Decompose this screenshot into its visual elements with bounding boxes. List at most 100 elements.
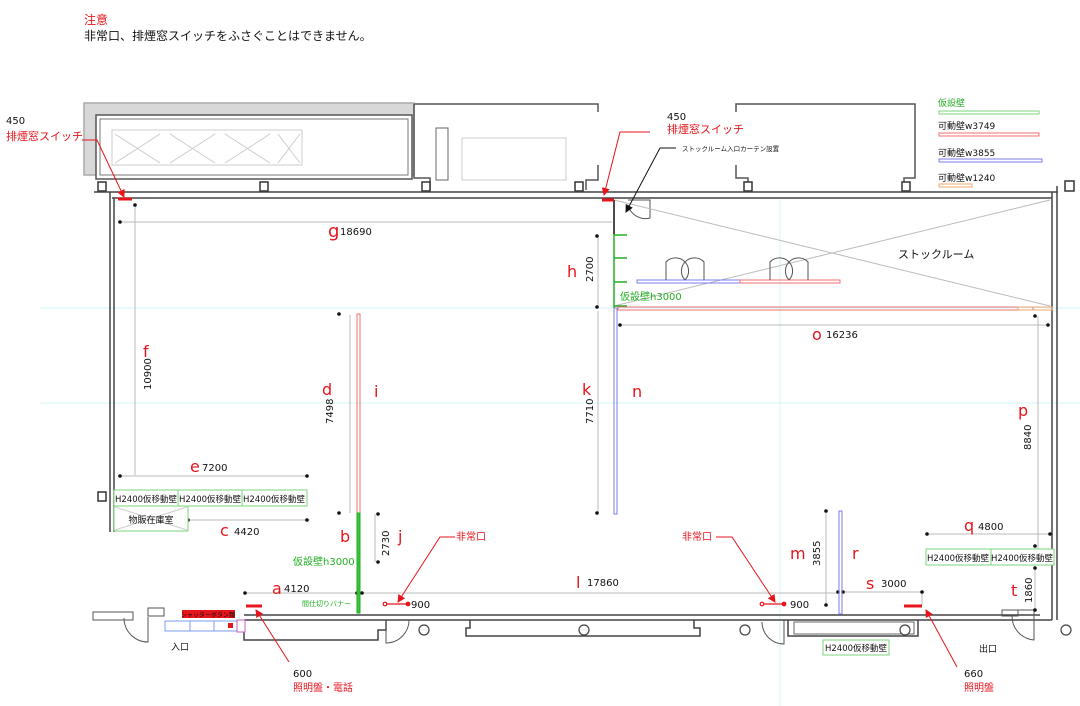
dim-k-value: 7710	[585, 399, 596, 424]
exterior-structures	[83, 102, 916, 190]
dim-l-value: 17860	[587, 578, 619, 589]
smoke-switch-right-label: 排煙窓スイッチ	[667, 122, 744, 136]
legend-swatch-w3855	[938, 158, 1043, 163]
dim-o-letter: o	[812, 325, 822, 344]
posts	[418, 624, 1072, 636]
dim-r-letter: r	[852, 544, 859, 563]
lighting-label: 照明盤	[964, 681, 994, 694]
dim-h-letter: h	[567, 262, 577, 281]
dim-c-value: 4420	[234, 527, 259, 538]
dim-i-letter: i	[374, 382, 378, 401]
dim-s-letter: s	[866, 574, 874, 593]
dim-m-value: 3855	[812, 541, 823, 566]
dim-p-value: 8840	[1023, 425, 1034, 450]
exit-label: 出口	[979, 643, 997, 655]
lighting-value: 660	[964, 669, 983, 680]
lighting-phone-label: 照明盤・電話	[293, 681, 353, 694]
movable-wall-i	[356, 313, 361, 514]
movable-wall-label-3: H2400仮移動壁	[243, 494, 306, 505]
dim-o-value: 16236	[826, 330, 858, 341]
dim-e-letter: e	[190, 457, 200, 476]
dim-m-letter: m	[790, 544, 806, 563]
movable-wall-label-6: H2400仮移動壁	[825, 643, 888, 654]
dim-q-letter: q	[964, 516, 974, 535]
dim-l-letter: l	[576, 573, 580, 592]
notice-title: 注意	[84, 13, 109, 27]
exit-markers	[382, 601, 787, 607]
legend-label-w3855: 可動壁w3855	[938, 147, 995, 159]
guide-lines	[40, 200, 1080, 706]
movable-wall-n	[613, 307, 618, 515]
legend-swatch-temp-wall	[938, 110, 1040, 115]
dim-g-letter: g	[328, 221, 339, 242]
dim-d-value: 7498	[325, 399, 336, 424]
dim-f-value: 10900	[143, 358, 154, 390]
exit-width-right: 900	[790, 600, 809, 611]
dim-f-letter: f	[143, 342, 149, 361]
callout-leaders	[82, 131, 958, 668]
legend-swatch-w3749	[938, 132, 1040, 137]
stock-room-label: ストックルーム	[898, 248, 974, 261]
dimension-dots	[118, 203, 1052, 612]
temp-wall-b	[356, 512, 361, 614]
dim-g-value: 18690	[340, 227, 372, 238]
dim-s-value: 3000	[881, 579, 906, 590]
movable-wall-o-orange	[1017, 306, 1053, 311]
entrance-shutter	[164, 610, 246, 633]
partition-banner-label: 間仕切りバナー	[302, 599, 351, 608]
dim-t-letter: t	[1011, 581, 1017, 600]
temp-wall-h3000-left: 仮設壁h3000	[293, 555, 355, 568]
dim-h-value: 2700	[585, 257, 596, 282]
columns	[97, 180, 1075, 502]
dim-j-value: 2730	[381, 531, 392, 556]
legend-label-w1240: 可動壁w1240	[938, 172, 996, 184]
lighting-phone-value: 600	[293, 669, 312, 680]
storage-room-label: 物販在庫室	[128, 514, 173, 526]
smoke-switch-left-value: 450	[6, 116, 25, 127]
movable-wall-r	[838, 510, 843, 615]
temp-wall-h	[613, 234, 627, 308]
doors	[92, 199, 1035, 645]
movable-wall-stock-blue	[636, 279, 741, 284]
exit-width-left: 900	[411, 600, 430, 611]
dim-d-letter: d	[322, 380, 332, 399]
dim-c-letter: c	[220, 521, 229, 540]
switch-markers	[118, 197, 922, 608]
dim-e-value: 7200	[202, 463, 227, 474]
dimension-labels: g 18690 f 10900 e 7200 c 4420 d 7498 i b…	[143, 221, 1035, 611]
legend-label-temp-wall: 仮設壁	[938, 97, 965, 109]
entrance-label: 入口	[171, 642, 189, 653]
smoke-switch-right-value: 450	[667, 112, 686, 123]
dim-q-value: 4800	[978, 522, 1003, 533]
temp-wall-h3000-top: 仮設壁h3000	[620, 290, 682, 303]
dim-k-letter: k	[582, 380, 592, 399]
notice-body: 非常口、排煙窓スイッチをふさぐことはできません。	[84, 29, 372, 43]
dim-a-value: 4120	[284, 584, 309, 595]
stock-doors	[665, 257, 809, 281]
smoke-switch-left-label: 排煙窓スイッチ	[6, 129, 83, 143]
dim-a-letter: a	[272, 579, 282, 598]
dim-b-letter: b	[340, 527, 350, 546]
emergency-exit-left-label: 非常口	[456, 530, 486, 543]
dim-n-letter: n	[632, 382, 642, 401]
legend: 仮設壁 可動壁w3749 可動壁w3855 可動壁w1240	[938, 97, 1043, 188]
notice: 注意 非常口、排煙窓スイッチをふさぐことはできません。	[84, 12, 372, 44]
movable-wall-label-5: H2400仮移動壁	[991, 553, 1054, 564]
legend-swatch-w1240	[938, 183, 973, 188]
dim-p-letter: p	[1018, 401, 1028, 420]
legend-label-w3749: 可動壁w3749	[938, 120, 996, 132]
movable-wall-o-red	[617, 306, 1034, 311]
dim-t-value: 1860	[1024, 578, 1035, 603]
emergency-exit-right-label: 非常口	[682, 530, 712, 543]
movable-wall-label-4: H2400仮移動壁	[927, 553, 990, 564]
movable-wall-label-1: H2400仮移動壁	[115, 494, 178, 505]
curtain-note: ストックルーム入口カーテン設置	[682, 144, 780, 153]
movable-wall-label-2: H2400仮移動壁	[179, 494, 242, 505]
dimension-lines	[120, 205, 1050, 610]
storage-cross	[114, 506, 188, 531]
dim-j-letter: j	[397, 527, 402, 546]
stock-room-crosslines	[613, 199, 1051, 307]
movable-wall-stock-red	[739, 279, 841, 284]
main-walls	[94, 186, 1058, 641]
